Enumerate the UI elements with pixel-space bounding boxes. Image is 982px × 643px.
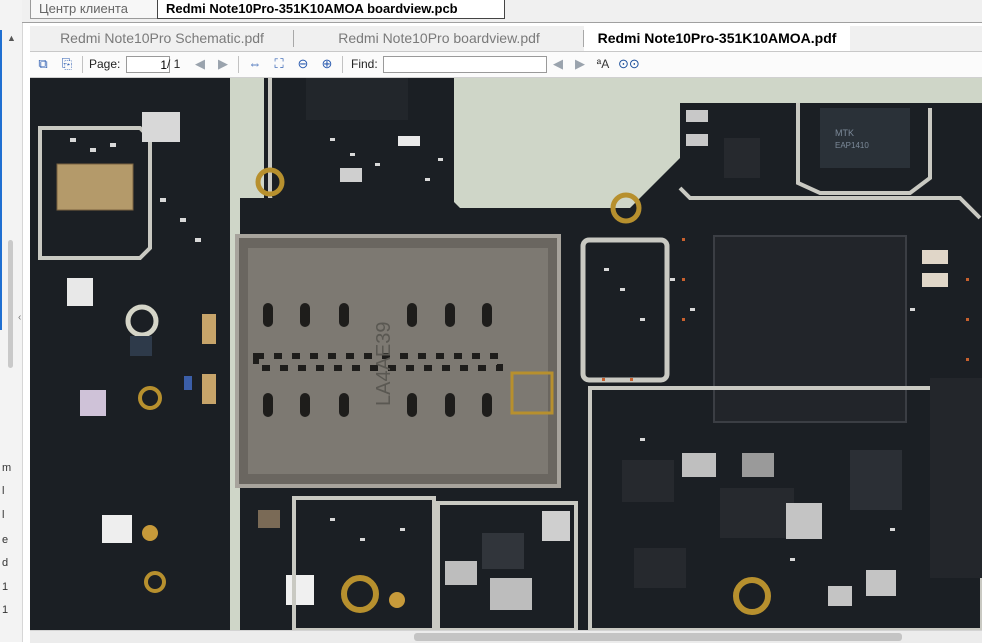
tab-boardview-pdf[interactable]: Redmi Note10Pro boardview.pdf (294, 26, 584, 51)
smd-components (70, 138, 915, 561)
selection-edge (0, 30, 2, 330)
fit-width-icon[interactable]: ⇔ (248, 56, 262, 71)
sidebar-text-fragment: e (2, 534, 9, 546)
paste-page-icon[interactable]: ⎘ (61, 56, 73, 71)
next-page-icon[interactable]: ▶ (218, 56, 228, 71)
page-total: / 1 (167, 57, 181, 71)
document-tab-bar: Redmi Note10Pro Schematic.pdf Redmi Note… (30, 26, 982, 52)
previous-page-icon[interactable]: ◀ (195, 56, 205, 71)
page-label: Page: (89, 57, 121, 71)
tab-label: Redmi Note10Pro Schematic.pdf (60, 30, 264, 46)
toolbar-divider (238, 56, 239, 73)
find-input[interactable] (383, 56, 547, 73)
find-previous-icon[interactable]: ◀ (553, 56, 563, 71)
file-tab-bar: Центр клиента Redmi Note10Pro-351K10AMOA… (22, 0, 982, 23)
tab-divider (583, 30, 584, 47)
zoom-out-icon[interactable]: ⊖ (297, 56, 309, 71)
copy-page-icon[interactable]: ⧉ (38, 56, 48, 71)
sidebar-text-fragment: m (2, 462, 12, 474)
viewer-toolbar: ⧉ ⎘ Page: / 1 ◀ ▶ ⇔ ⛶ ⊖ ⊕ Find: ◀ ▶ ªA ⊙… (30, 52, 982, 78)
horizontal-scrollbar-thumb[interactable] (414, 633, 902, 641)
tab-schematic-pdf[interactable]: Redmi Note10Pro Schematic.pdf (30, 26, 294, 51)
scroll-up-icon[interactable]: ▲ (7, 33, 16, 43)
chip-marking: MTK (835, 128, 854, 138)
find-label: Find: (351, 57, 378, 71)
sidebar-text-fragment: d (2, 557, 9, 569)
copper-pads (602, 238, 969, 381)
sidebar-text-fragment: 1 (2, 604, 9, 616)
collapse-icon[interactable]: ‹ (18, 312, 22, 323)
tab-boardview-pcb[interactable]: Redmi Note10Pro-351K10AMOA boardview.pcb (157, 0, 505, 19)
pcb-board-image: LA4AE39 MTK EAP1410 (30, 78, 982, 630)
left-sidebar-strip: ▲ ‹ m l l e d 1 1 (0, 0, 23, 642)
chip-marking: EAP1410 (835, 141, 869, 150)
sidebar-text-fragment: 1 (2, 581, 9, 593)
sim-tray-marking: LA4AE39 (373, 321, 395, 406)
sidebar-scrollbar-thumb[interactable] (8, 240, 13, 368)
board-viewport[interactable]: LA4AE39 MTK EAP1410 (30, 78, 982, 630)
sidebar-text-fragment: l (2, 485, 5, 497)
toolbar-divider (342, 56, 343, 73)
horizontal-scrollbar[interactable] (30, 630, 982, 643)
zoom-in-icon[interactable]: ⊕ (321, 56, 333, 71)
tab-label: Redmi Note10Pro boardview.pdf (338, 30, 540, 46)
find-next-icon[interactable]: ▶ (575, 56, 585, 71)
sidebar-text-fragment: l (2, 509, 5, 521)
binoculars-icon[interactable]: ⊙⊙ (618, 56, 640, 71)
fit-page-icon[interactable]: ⛶ (274, 56, 284, 71)
tab-client-center[interactable]: Центр клиента (30, 0, 159, 19)
tab-label: Redmi Note10Pro-351K10AMOA.pdf (597, 30, 837, 46)
page-number-input[interactable] (126, 56, 170, 73)
sim-slots (253, 303, 503, 417)
toolbar-divider (82, 56, 83, 73)
tab-divider (293, 30, 294, 47)
tab-active-pdf[interactable]: Redmi Note10Pro-351K10AMOA.pdf (584, 26, 850, 51)
match-case-icon[interactable]: ªA (596, 57, 610, 71)
